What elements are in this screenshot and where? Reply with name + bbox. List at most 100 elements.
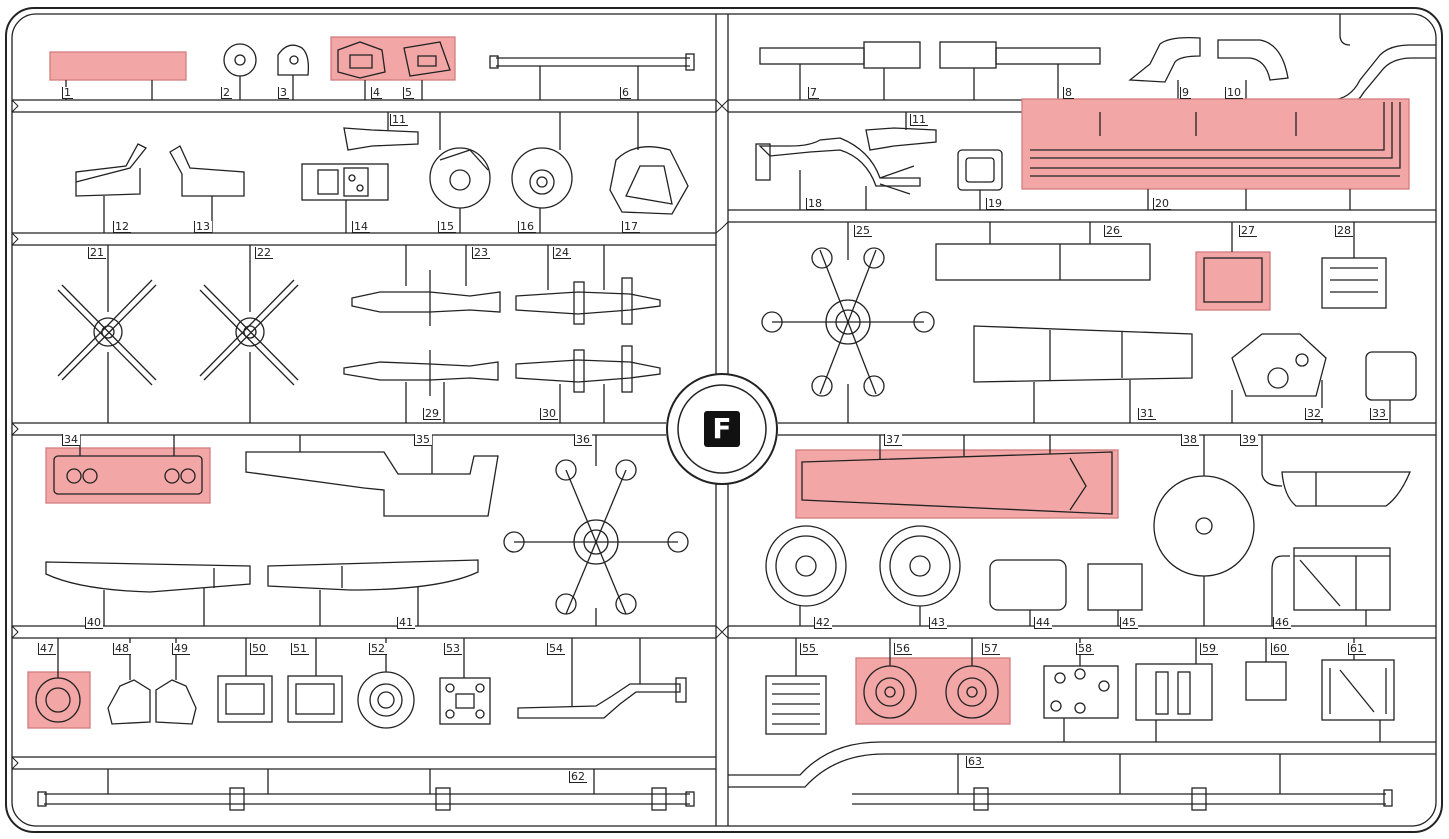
part-20	[1030, 102, 1401, 210]
sprue-frame	[5, 7, 1443, 833]
part-number-label: 59	[1200, 642, 1218, 655]
part-number-label: 29	[423, 407, 441, 420]
part-number-label: 36	[574, 433, 592, 446]
part-8	[939, 41, 1101, 100]
part-10	[1217, 39, 1289, 100]
part-57	[945, 638, 999, 719]
part-number-label: 40	[85, 616, 103, 629]
part-1-highlight	[49, 51, 187, 81]
part-number-label: 45	[1120, 616, 1138, 629]
part-number-label: 35	[414, 433, 432, 446]
part-number-label: 62	[569, 770, 587, 783]
part-36	[503, 435, 689, 626]
part-number-label: 37	[884, 433, 902, 446]
part-number-label: 14	[352, 220, 370, 233]
part-31	[973, 325, 1193, 423]
part-50	[217, 638, 273, 723]
part-11a	[343, 112, 419, 151]
part-29	[343, 350, 499, 423]
part-33	[1365, 351, 1417, 423]
part-number-label: 41	[397, 616, 415, 629]
part-number-label: 23	[472, 246, 490, 259]
part-4	[337, 41, 386, 79]
part-number-label: 22	[255, 246, 273, 259]
part-number-label: 20	[1153, 197, 1171, 210]
part-number-label: 2	[221, 86, 232, 99]
part-number-label: 39	[1240, 433, 1258, 446]
part-number-label: 52	[369, 642, 387, 655]
part-42	[765, 525, 847, 626]
part-number-label: 1	[62, 86, 73, 99]
part-number-label: 50	[250, 642, 268, 655]
part-number-label: 42	[814, 616, 832, 629]
part-43	[879, 525, 961, 626]
part-number-label: 11	[910, 113, 928, 126]
part-22	[199, 245, 299, 423]
part-number-label: 63	[966, 755, 984, 768]
part-number-label: 61	[1348, 642, 1366, 655]
part-23	[351, 245, 501, 326]
part-number-label: 34	[62, 433, 80, 446]
part-number-label: 19	[986, 197, 1004, 210]
part-18	[755, 137, 921, 210]
part-30	[515, 345, 661, 423]
part-7	[759, 41, 921, 100]
part-54	[517, 638, 687, 719]
part-number-label: 27	[1239, 224, 1257, 237]
part-number-label: 16	[518, 220, 536, 233]
part-number-label: 15	[438, 220, 456, 233]
part-39	[1261, 435, 1411, 507]
part-5	[403, 41, 451, 77]
part-number-label: 44	[1034, 616, 1052, 629]
part-60	[1245, 638, 1287, 701]
part-27-highlight	[1195, 251, 1271, 311]
part-number-label: 32	[1305, 407, 1323, 420]
part-37	[801, 435, 1113, 515]
part-number-label: 31	[1138, 407, 1156, 420]
part-number-label: 21	[88, 246, 106, 259]
part-number-label: 56	[894, 642, 912, 655]
part-59	[1135, 638, 1213, 742]
part-2	[223, 43, 257, 100]
part-19	[957, 149, 1003, 210]
part-53	[439, 638, 491, 725]
part-number-label: 11	[390, 113, 408, 126]
part-number-label: 9	[1180, 86, 1191, 99]
part-number-label: 8	[1063, 86, 1074, 99]
part-number-label: 51	[291, 642, 309, 655]
sprue-letter-badge: F	[704, 411, 740, 447]
part-3	[277, 44, 310, 100]
part-number-label: 54	[547, 642, 565, 655]
part-21	[57, 245, 157, 423]
part-number-label: 53	[444, 642, 462, 655]
part-16	[511, 112, 573, 233]
part-44	[989, 559, 1067, 626]
part-12	[75, 143, 148, 233]
part-24	[515, 245, 661, 325]
part-35	[245, 435, 499, 517]
part-number-label: 5	[403, 86, 414, 99]
part-number-label: 48	[113, 642, 131, 655]
part-55	[765, 638, 827, 735]
part-63	[852, 754, 1393, 811]
part-45	[1087, 563, 1143, 626]
part-47-highlight	[27, 671, 91, 729]
part-40	[45, 561, 251, 626]
part-number-label: 30	[540, 407, 558, 420]
part-25	[761, 222, 935, 423]
part-number-label: 13	[194, 220, 212, 233]
part-61	[1321, 638, 1395, 742]
part-14	[301, 163, 389, 233]
part-number-label: 46	[1273, 616, 1291, 629]
part-number-label: 49	[172, 642, 190, 655]
part-27	[1203, 222, 1263, 303]
part-38	[1153, 435, 1255, 626]
part-56	[863, 638, 917, 719]
part-number-label: 33	[1370, 407, 1388, 420]
part-number-label: 25	[854, 224, 872, 237]
part-28	[1321, 222, 1387, 309]
part-47	[35, 638, 81, 723]
part-number-label: 43	[929, 616, 947, 629]
part-13	[169, 145, 245, 233]
